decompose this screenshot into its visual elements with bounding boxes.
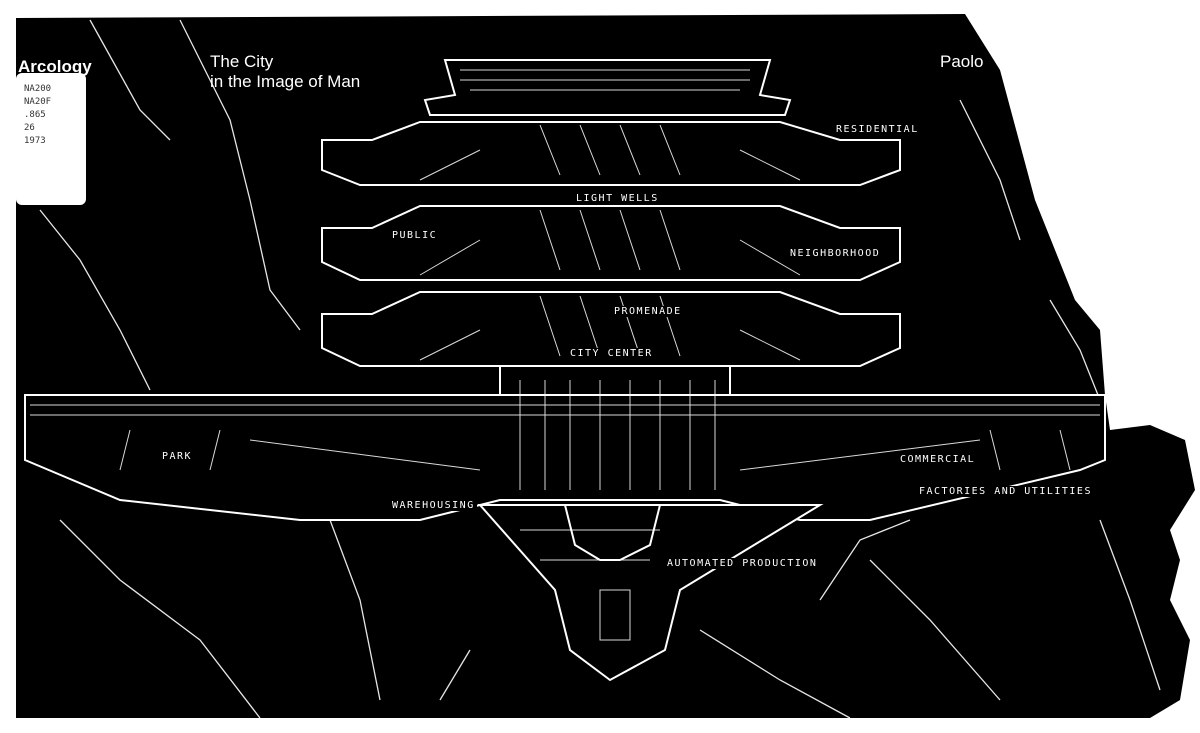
cover-title-line1: The City xyxy=(210,52,274,71)
label-automated-production: AUTOMATED PRODUCTION xyxy=(665,558,820,569)
label-factories-utilities: FACTORIES AND UTILITIES xyxy=(917,486,1094,497)
label-warehousing: WAREHOUSING xyxy=(390,500,477,511)
structure-detail xyxy=(30,69,1100,641)
library-label-sticker: NA200 NA20F .865 26 1973 xyxy=(16,73,86,205)
call-number-line: 26 xyxy=(24,123,35,133)
label-public: PUBLIC xyxy=(390,230,440,241)
crack-lines xyxy=(39,19,1161,719)
label-city-center: CITY CENTER xyxy=(568,348,655,359)
call-number-line: 1973 xyxy=(24,136,46,146)
arcology-structure xyxy=(24,59,1106,682)
cover-title-line2: in the Image of Man xyxy=(210,72,361,91)
label-commercial: COMMERCIAL xyxy=(898,454,978,465)
label-promenade: PROMENADE xyxy=(612,306,684,317)
label-park: PARK xyxy=(160,451,195,462)
label-neighborhood: NEIGHBORHOOD xyxy=(788,248,883,259)
call-number-line: NA20F xyxy=(24,97,52,107)
label-light-wells: LIGHT WELLS xyxy=(574,193,661,204)
cover-title-arcology: Arcology xyxy=(18,57,92,76)
label-residential: RESIDENTIAL xyxy=(834,124,921,135)
cover-author: Paolo xyxy=(940,52,984,71)
call-number-line: .865 xyxy=(24,110,46,120)
call-number-line: NA200 xyxy=(24,84,52,94)
